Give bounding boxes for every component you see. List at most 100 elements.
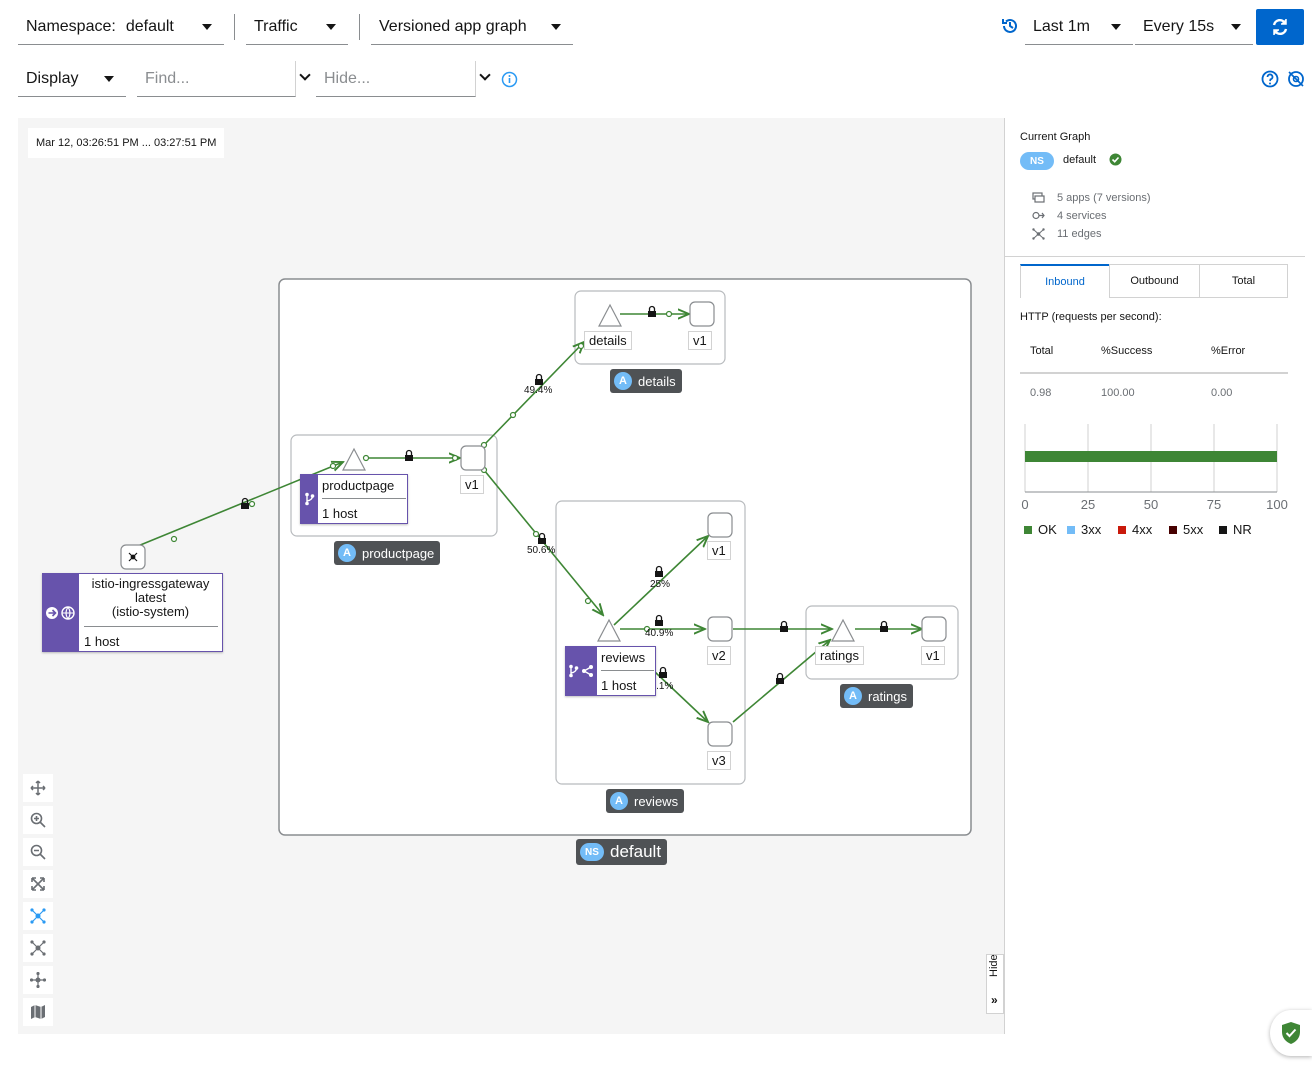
expand-icon xyxy=(31,877,45,891)
reviews-v2-label[interactable]: v2 xyxy=(707,646,731,665)
table-header-divider xyxy=(1020,372,1288,374)
apps-count: 5 apps (7 versions) xyxy=(1057,192,1151,204)
bar-ok xyxy=(1025,451,1277,462)
ns-badge-icon: NS xyxy=(580,843,604,861)
display-dropdown[interactable]: Display xyxy=(18,61,126,97)
reviews-service-name: reviews xyxy=(601,650,646,665)
legend-label: 4xx xyxy=(1132,522,1153,537)
zoom-out-button[interactable] xyxy=(23,838,53,866)
layout-1-button[interactable] xyxy=(23,934,53,962)
legend-swatch xyxy=(1219,525,1227,534)
gateway-icon xyxy=(46,606,75,620)
namespace-value: default xyxy=(125,17,174,35)
legend-swatch xyxy=(1024,525,1032,534)
edge-productpage-details xyxy=(483,342,584,446)
edge-reviews-v3 xyxy=(654,671,708,722)
graph-type-dropdown[interactable]: Versioned app graph xyxy=(371,9,573,45)
legend-button[interactable] xyxy=(23,998,53,1026)
reviews-hosts: 1 host xyxy=(601,678,637,693)
app-badge-icon: A xyxy=(614,372,632,390)
header-total: Total xyxy=(1030,345,1054,357)
caret-down-icon xyxy=(1231,24,1241,30)
branch-share-icon xyxy=(569,664,593,678)
tab-outbound[interactable]: Outbound xyxy=(1109,264,1200,298)
legend-swatch xyxy=(1169,525,1177,534)
sync-icon xyxy=(1272,18,1288,36)
details-service-label[interactable]: details xyxy=(584,331,632,350)
edges-icon xyxy=(1032,228,1045,240)
reviews-v1-label[interactable]: v1 xyxy=(707,541,731,560)
productpage-v1-label[interactable]: v1 xyxy=(460,475,484,494)
tour-icon[interactable] xyxy=(1287,70,1305,88)
gateway-host-card[interactable]: istio-ingressgateway latest (istio-syste… xyxy=(42,573,223,652)
details-app-badge[interactable]: A details xyxy=(610,369,682,393)
layout-2-button[interactable] xyxy=(23,966,53,994)
gateway-version: latest xyxy=(134,590,167,605)
header-error: %Error xyxy=(1211,345,1246,357)
zoom-out-icon xyxy=(30,844,46,860)
productpage-host-card[interactable]: productpage 1 host xyxy=(300,474,408,524)
value-error: 0.00 xyxy=(1211,387,1233,399)
productpage-v1-node xyxy=(460,445,486,471)
app-badge-icon: A xyxy=(844,687,862,705)
info-icon[interactable] xyxy=(501,71,518,88)
history-icon[interactable] xyxy=(1000,16,1020,36)
refresh-button[interactable] xyxy=(1256,9,1304,45)
move-icon xyxy=(30,780,46,796)
find-input[interactable]: Find... xyxy=(137,61,296,97)
tick-label: 50 xyxy=(1144,497,1158,512)
topology-icon xyxy=(30,940,46,956)
namespace-dropdown[interactable]: Namespace: default xyxy=(18,9,224,45)
refresh-interval-dropdown[interactable]: Every 15s xyxy=(1135,9,1253,45)
graph-time-range: Mar 12, 03:26:51 PM ... 03:27:51 PM xyxy=(28,128,225,158)
fit-button[interactable] xyxy=(23,870,53,898)
legend-swatch xyxy=(1118,525,1126,534)
duration-dropdown[interactable]: Last 1m xyxy=(1025,9,1133,45)
traffic-label: Traffic xyxy=(254,17,298,35)
namespace-label: Namespace: xyxy=(26,17,116,35)
details-app-label: details xyxy=(638,373,676,389)
zoom-in-button[interactable] xyxy=(23,806,53,834)
tab-inbound[interactable]: Inbound xyxy=(1020,264,1110,298)
namespace-badge[interactable]: NS default xyxy=(576,839,668,865)
reviews-v3-label[interactable]: v3 xyxy=(707,751,731,770)
check-circle-icon xyxy=(1109,153,1122,166)
productpage-app-badge[interactable]: A productpage xyxy=(334,541,441,565)
tick-label: 25 xyxy=(1081,497,1095,512)
panel-namespace[interactable]: default xyxy=(1063,154,1097,166)
edge-label-details: 49.4% xyxy=(524,385,553,396)
traffic-dropdown[interactable]: Traffic xyxy=(246,9,348,45)
legend-label: OK xyxy=(1038,522,1057,537)
edges-count: 11 edges xyxy=(1057,228,1102,240)
hide-panel-toggle[interactable]: Hide » xyxy=(986,954,1004,1014)
reviews-app-badge[interactable]: A reviews xyxy=(606,789,685,813)
details-v1-label[interactable]: v1 xyxy=(688,331,712,350)
topology-icon xyxy=(30,972,46,988)
ratings-v1-label[interactable]: v1 xyxy=(921,646,945,665)
host-card-stripe xyxy=(301,475,318,523)
find-placeholder: Find... xyxy=(145,69,190,87)
help-icon[interactable] xyxy=(1261,70,1279,88)
layout-default-button[interactable] xyxy=(23,902,53,930)
reviews-host-card[interactable]: reviews 1 host xyxy=(565,646,656,696)
traffic-bar-chart: 0 25 50 75 100 xyxy=(1021,424,1288,512)
edge-label-reviews: 50.6% xyxy=(527,545,556,556)
ratings-v1-node xyxy=(921,616,947,642)
legend-label: 5xx xyxy=(1183,522,1204,537)
security-status-button[interactable] xyxy=(1270,1010,1312,1056)
ratings-app-badge[interactable]: A ratings xyxy=(840,684,914,708)
ratings-service-label[interactable]: ratings xyxy=(815,646,865,665)
ratings-service-triangle xyxy=(831,618,855,642)
caret-down-icon xyxy=(104,76,114,82)
header-success: %Success xyxy=(1101,345,1153,357)
caret-down-icon xyxy=(202,24,212,30)
summary-panel: Current Graph NS default 5 apps (7 versi… xyxy=(1004,118,1305,1034)
pan-button[interactable] xyxy=(23,774,53,802)
app-badge-icon: A xyxy=(338,544,356,562)
legend-swatch xyxy=(1067,525,1075,534)
tab-total[interactable]: Total xyxy=(1199,264,1288,298)
hide-input[interactable]: Hide... xyxy=(316,61,476,97)
reviews-app-label: reviews xyxy=(634,793,679,809)
legend-4xx: 4xx xyxy=(1118,522,1152,537)
legend-5xx: 5xx xyxy=(1169,522,1203,537)
